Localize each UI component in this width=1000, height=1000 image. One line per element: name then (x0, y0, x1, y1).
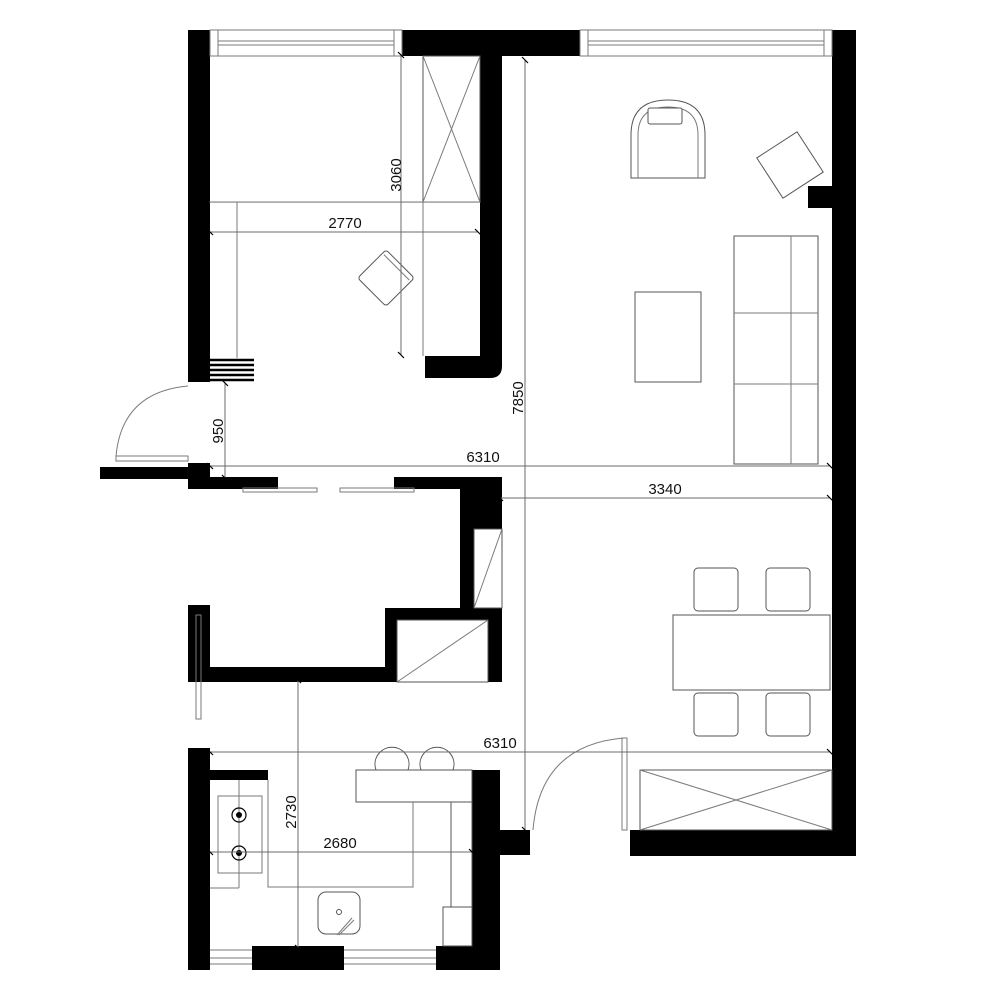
walls (100, 30, 856, 970)
window-kitchen-left (210, 949, 252, 965)
furniture (209, 55, 833, 947)
dimension-label: 6310 (466, 449, 499, 466)
storage-unit (639, 769, 833, 831)
dimension-kitchen-width: 2680 (206, 835, 476, 856)
dimension-label: 2730 (283, 795, 300, 828)
bathroom-cabinet (396, 619, 489, 683)
dimension-kitchen-height: 2730 (283, 676, 302, 952)
dimension-label: 2770 (328, 215, 361, 232)
dimension-label: 3340 (648, 481, 681, 498)
dimension-bedroom-height: 3060 (388, 51, 405, 359)
kitchen-counter (267, 769, 473, 947)
chair (765, 567, 811, 612)
dimension-living-width: 3340 (496, 481, 834, 502)
coffee-table (634, 291, 702, 383)
bar-stools (374, 746, 455, 771)
dimension-label: 3060 (388, 158, 405, 191)
shower (473, 528, 503, 609)
dimension-label: 7850 (510, 381, 527, 414)
doors (115, 385, 628, 831)
chair (765, 692, 811, 737)
dimension-total-width-upper: 6310 (206, 449, 834, 470)
radiator (210, 358, 254, 382)
chair (693, 567, 739, 612)
sink (317, 891, 361, 936)
windows (209, 29, 833, 965)
window-living (579, 29, 833, 57)
bedroom-armchair (358, 250, 414, 306)
dimension-total-width-lower: 6310 (206, 735, 834, 756)
dimension-label: 2680 (323, 835, 356, 852)
dimension-bedroom-width: 2770 (206, 215, 482, 236)
dimension-entry-depth: 950 (210, 379, 229, 482)
dining-table (672, 614, 831, 691)
entry-door (115, 385, 189, 462)
dining-set (672, 567, 831, 737)
bathroom-door (195, 614, 202, 720)
dimension-total-height: 7850 (510, 56, 529, 834)
sofa (733, 235, 819, 465)
dimension-label: 950 (210, 418, 227, 443)
balcony-door (532, 737, 628, 831)
cooktop (210, 780, 263, 889)
chair (693, 692, 739, 737)
wardrobe (209, 55, 481, 358)
side-table (756, 131, 824, 199)
sliding-door (242, 487, 415, 493)
living-armchair (630, 99, 706, 179)
window-bedroom (209, 29, 403, 57)
window-kitchen-right (344, 949, 436, 965)
dimension-label: 6310 (483, 735, 516, 752)
dimensions: 3060 2770 7850 950 6310 3340 6310 2730 2680 (206, 51, 834, 952)
